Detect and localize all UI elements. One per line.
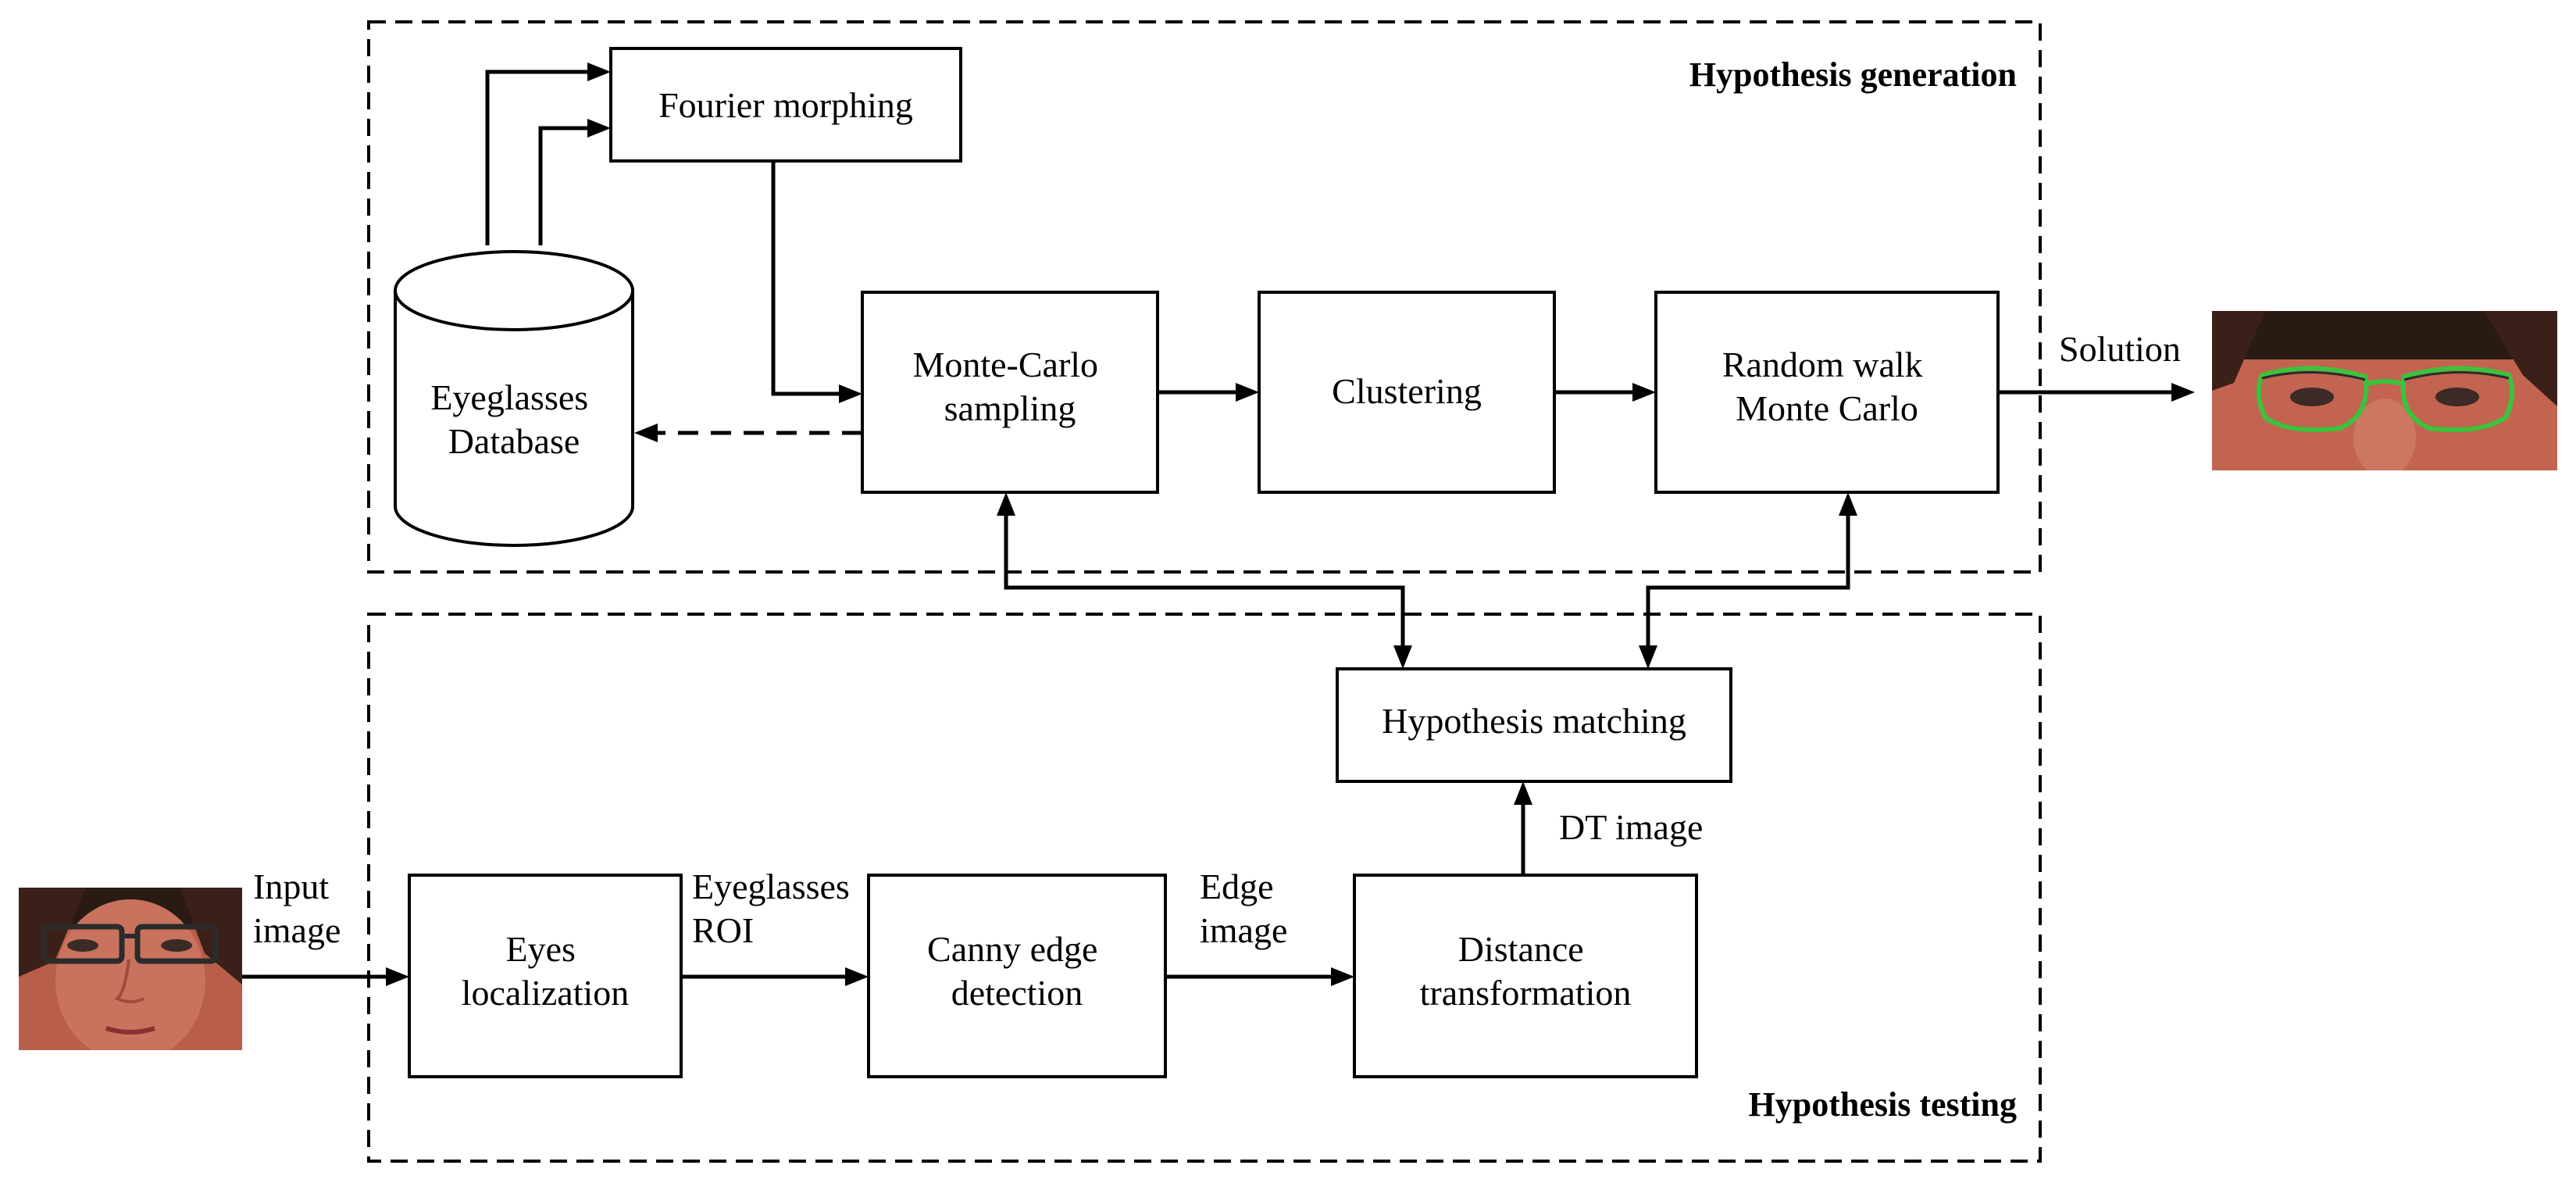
- edge-image-line-2: image: [1200, 910, 1287, 950]
- input-image-line-2: image: [253, 910, 341, 950]
- arrowhead-to-hypothesis-matching-right: [1639, 645, 1657, 669]
- dt-image-label: DT image: [1559, 807, 1703, 847]
- random-walk-line-2: Monte Carlo: [1736, 388, 1918, 428]
- hypothesis-generation-title: Hypothesis generation: [1689, 55, 2017, 94]
- arrow-fourier-to-monte-carlo: [771, 161, 855, 396]
- canny-edge-detection-node: Canny edge detection: [867, 874, 1167, 1078]
- monte-carlo-sampling-line-2: sampling: [944, 388, 1076, 428]
- monte-carlo-sampling-line-1: Monte-Carlo: [912, 345, 1098, 384]
- fourier-morphing-line-1: Fourier morphing: [658, 85, 913, 125]
- eyeglasses-database-label: Eyeglasses Database: [430, 377, 597, 461]
- arrow-random-walk-matching-link: [1646, 506, 1850, 661]
- fourier-morphing-node: Fourier morphing: [609, 47, 962, 163]
- arrowhead-monte-carlo-to-database: [634, 424, 658, 442]
- arrowhead-to-hypothesis-matching-left: [1393, 645, 1412, 669]
- arrowhead-database-to-fourier-2: [587, 119, 611, 138]
- input-face-image: [19, 888, 242, 1050]
- hypothesis-generation-frame: [367, 20, 2042, 574]
- canny-edge-detection-line-2: detection: [951, 973, 1083, 1013]
- edge-image-line-1: Edge: [1200, 867, 1274, 906]
- random-walk-label: Random walk Monte Carlo: [1722, 345, 1932, 428]
- solution-label: Solution: [2059, 329, 2181, 369]
- arrowhead-eyes-to-canny: [845, 967, 869, 986]
- distance-transformation-node: Distance transformation: [1353, 874, 1698, 1078]
- eyeglasses-database-node: Eyeglasses Database: [394, 250, 634, 547]
- eyes-localization-line-2: localization: [462, 973, 630, 1013]
- arrowhead-monte-carlo-to-clustering: [1236, 383, 1259, 402]
- arrowhead-fourier-to-monte-carlo: [839, 384, 862, 403]
- hypothesis-matching-node: Hypothesis matching: [1336, 667, 1732, 783]
- arrowhead-database-to-fourier-1: [587, 63, 611, 81]
- random-walk-line-1: Random walk: [1722, 345, 1923, 384]
- arrowhead-clustering-to-random-walk: [1632, 383, 1656, 402]
- arrowhead-input-to-eyes-localization: [386, 967, 409, 986]
- clustering-label: Clustering: [1332, 371, 1482, 411]
- hypothesis-testing-title: Hypothesis testing: [1749, 1085, 2017, 1124]
- monte-carlo-sampling-label: Monte-Carlo sampling: [912, 345, 1107, 428]
- fourier-morphing-label: Fourier morphing: [658, 85, 913, 125]
- eyeglasses-roi-line-2: ROI: [692, 910, 754, 950]
- hypothesis-matching-line-1: Hypothesis matching: [1382, 701, 1686, 741]
- canny-edge-detection-line-1: Canny edge: [927, 929, 1097, 969]
- hypothesis-matching-label: Hypothesis matching: [1382, 701, 1686, 741]
- solution-line-1: Solution: [2059, 329, 2181, 369]
- eyes-localization-node: Eyes localization: [408, 874, 683, 1078]
- canny-edge-detection-label: Canny edge detection: [927, 929, 1107, 1013]
- distance-transformation-line-1: Distance: [1458, 929, 1584, 969]
- arrowhead-distance-to-matching: [1514, 781, 1532, 805]
- eyeglasses-database-line-1: Eyeglasses: [430, 377, 588, 417]
- arrowhead-to-random-walk: [1839, 492, 1857, 516]
- eyeglasses-roi-label: Eyeglasses ROI: [692, 867, 858, 950]
- eyeglasses-roi-line-1: Eyeglasses: [692, 867, 850, 906]
- distance-transformation-label: Distance transformation: [1420, 929, 1632, 1013]
- arrow-database-to-fourier-1: [485, 70, 603, 245]
- arrowhead-random-walk-to-solution: [2171, 383, 2195, 402]
- arrow-monte-carlo-matching-link: [1004, 506, 1405, 661]
- distance-transformation-line-2: transformation: [1420, 973, 1632, 1013]
- input-image-label: Input image: [253, 867, 341, 950]
- edge-image-label: Edge image: [1200, 867, 1287, 950]
- input-image-line-1: Input: [253, 867, 329, 906]
- hypothesis-testing-frame: [367, 613, 2042, 1163]
- clustering-line-1: Clustering: [1332, 371, 1482, 411]
- eyes-localization-line-1: Eyes: [506, 929, 576, 969]
- clustering-node: Clustering: [1258, 291, 1556, 494]
- arrowhead-to-monte-carlo: [997, 492, 1015, 516]
- monte-carlo-sampling-node: Monte-Carlo sampling: [861, 291, 1159, 494]
- arrowhead-canny-to-distance: [1331, 967, 1354, 986]
- output-eyes-image: [2212, 311, 2557, 470]
- random-walk-node: Random walk Monte Carlo: [1654, 291, 2000, 494]
- arrow-database-to-fourier-2: [538, 126, 603, 245]
- eyes-localization-label: Eyes localization: [462, 929, 630, 1013]
- dt-image-line-1: DT image: [1559, 807, 1703, 847]
- eyeglasses-database-line-2: Database: [448, 421, 580, 461]
